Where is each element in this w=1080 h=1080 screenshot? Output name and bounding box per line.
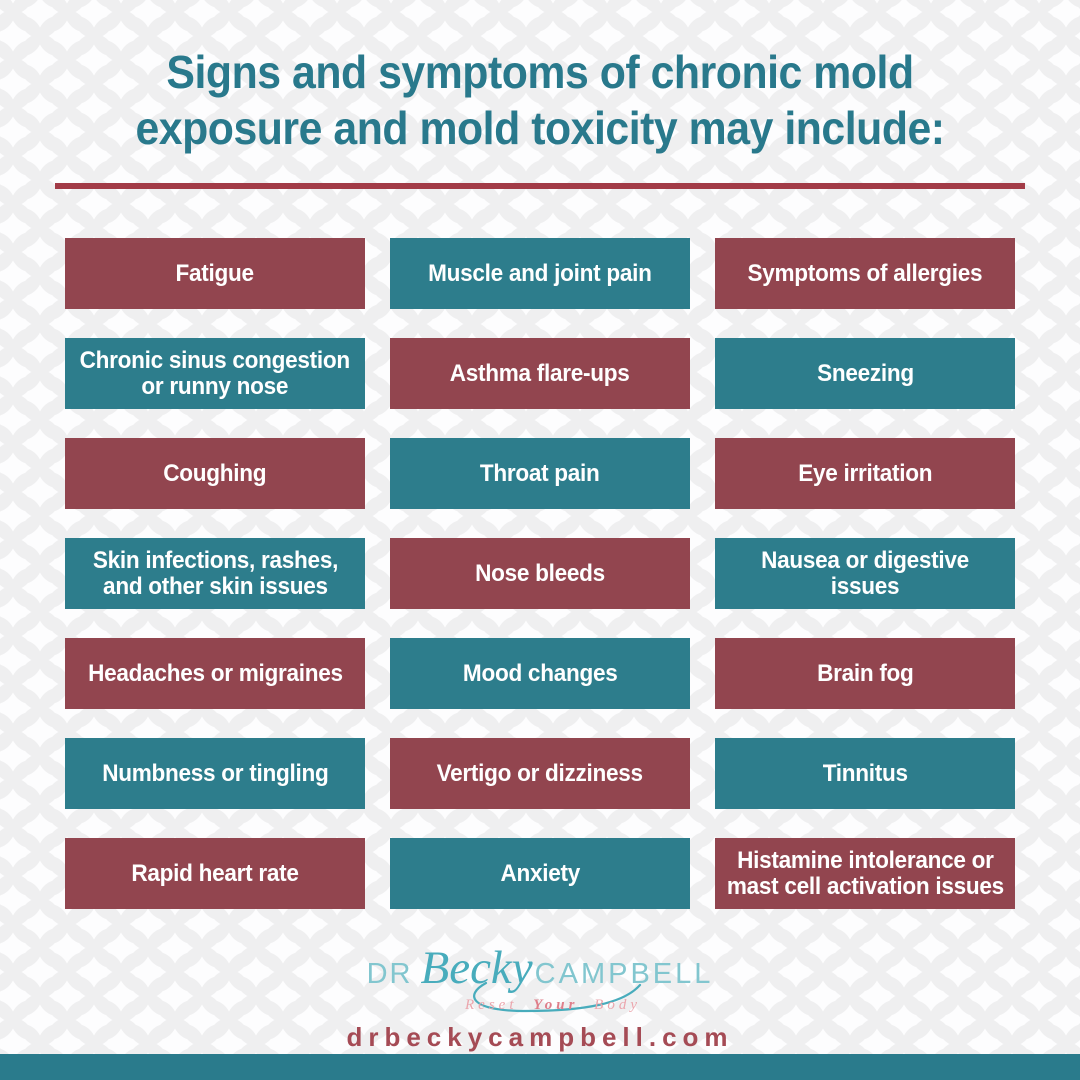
symptom-label: Fatigue xyxy=(175,259,255,287)
bottom-bar xyxy=(0,1054,1080,1080)
symptom-card: Skin infections, rashes, and other skin … xyxy=(65,538,365,610)
symptom-card: Numbness or tingling xyxy=(65,738,365,810)
logo-prefix: DR xyxy=(366,958,413,991)
symptom-card: Muscle and joint pain xyxy=(390,238,690,310)
symptom-label: Nausea or digestive issues xyxy=(761,546,969,600)
tagline-word: Body xyxy=(594,997,641,1014)
symptom-label: Eye irritation xyxy=(798,459,932,487)
footer: DR Becky CAMPBELL Reset Your Body drbeck… xyxy=(346,941,733,1053)
symptom-label: Brain fog xyxy=(816,659,914,687)
tagline-word: Your xyxy=(533,997,579,1014)
symptom-card: Symptoms of allergies xyxy=(715,238,1015,310)
symptom-label: Tinnitus xyxy=(822,759,908,787)
symptom-card: Brain fog xyxy=(715,638,1015,710)
logo-first-name: Becky xyxy=(420,942,533,995)
symptom-label: Anxiety xyxy=(500,859,580,887)
symptom-card: Tinnitus xyxy=(715,738,1015,810)
symptom-label: Throat pain xyxy=(480,459,600,487)
symptom-card: Nose bleeds xyxy=(390,538,690,610)
title-divider xyxy=(55,183,1025,190)
symptom-card: Sneezing xyxy=(715,338,1015,410)
symptom-label: Symptoms of allergies xyxy=(747,259,983,287)
symptom-label: Mood changes xyxy=(462,659,618,687)
symptom-card: Rapid heart rate xyxy=(65,838,365,910)
symptom-card: Chronic sinus congestion or runny nose xyxy=(65,338,365,410)
tagline-word: Reset xyxy=(465,997,518,1014)
logo-last-name: CAMPBELL xyxy=(534,958,714,991)
symptom-label: Nose bleeds xyxy=(475,559,605,587)
symptom-label: Histamine intolerance or mast cell activ… xyxy=(726,846,1004,900)
symptom-label: Chronic sinus congestion or runny nose xyxy=(79,346,351,400)
symptom-label: Coughing xyxy=(163,459,267,487)
symptom-card: Fatigue xyxy=(65,238,365,310)
symptom-card: Throat pain xyxy=(390,438,690,510)
website-text: drbeckycampbell.com xyxy=(346,1022,734,1053)
symptom-label: Sneezing xyxy=(816,359,914,387)
symptom-card: Eye irritation xyxy=(715,438,1015,510)
symptom-card: Mood changes xyxy=(390,638,690,710)
symptoms-grid: Fatigue Muscle and joint pain Symptoms o… xyxy=(65,238,1015,910)
symptom-card: Coughing xyxy=(65,438,365,510)
brand-logo: DR Becky CAMPBELL xyxy=(367,941,714,995)
symptom-label: Asthma flare-ups xyxy=(450,359,630,387)
symptom-card: Nausea or digestive issues xyxy=(715,538,1015,610)
symptom-label: Muscle and joint pain xyxy=(428,259,652,287)
symptom-label: Rapid heart rate xyxy=(131,859,299,887)
symptom-card: Vertigo or dizziness xyxy=(390,738,690,810)
symptom-card: Anxiety xyxy=(390,838,690,910)
symptom-label: Numbness or tingling xyxy=(101,759,329,787)
symptom-label: Headaches or migraines xyxy=(87,659,343,687)
page-title: Signs and symptoms of chronic mold expos… xyxy=(135,44,945,156)
symptom-label: Vertigo or dizziness xyxy=(436,759,644,787)
symptom-card: Histamine intolerance or mast cell activ… xyxy=(715,838,1015,910)
symptom-card: Headaches or migraines xyxy=(65,638,365,710)
symptom-card: Asthma flare-ups xyxy=(390,338,690,410)
title-line-1: Signs and symptoms of chronic mold xyxy=(166,46,914,98)
logo-tagline: Reset Your Body xyxy=(465,997,641,1014)
symptom-label: Skin infections, rashes, and other skin … xyxy=(92,546,338,600)
title-line-2: exposure and mold toxicity may include: xyxy=(135,102,945,155)
header: Signs and symptoms of chronic mold expos… xyxy=(105,0,975,156)
